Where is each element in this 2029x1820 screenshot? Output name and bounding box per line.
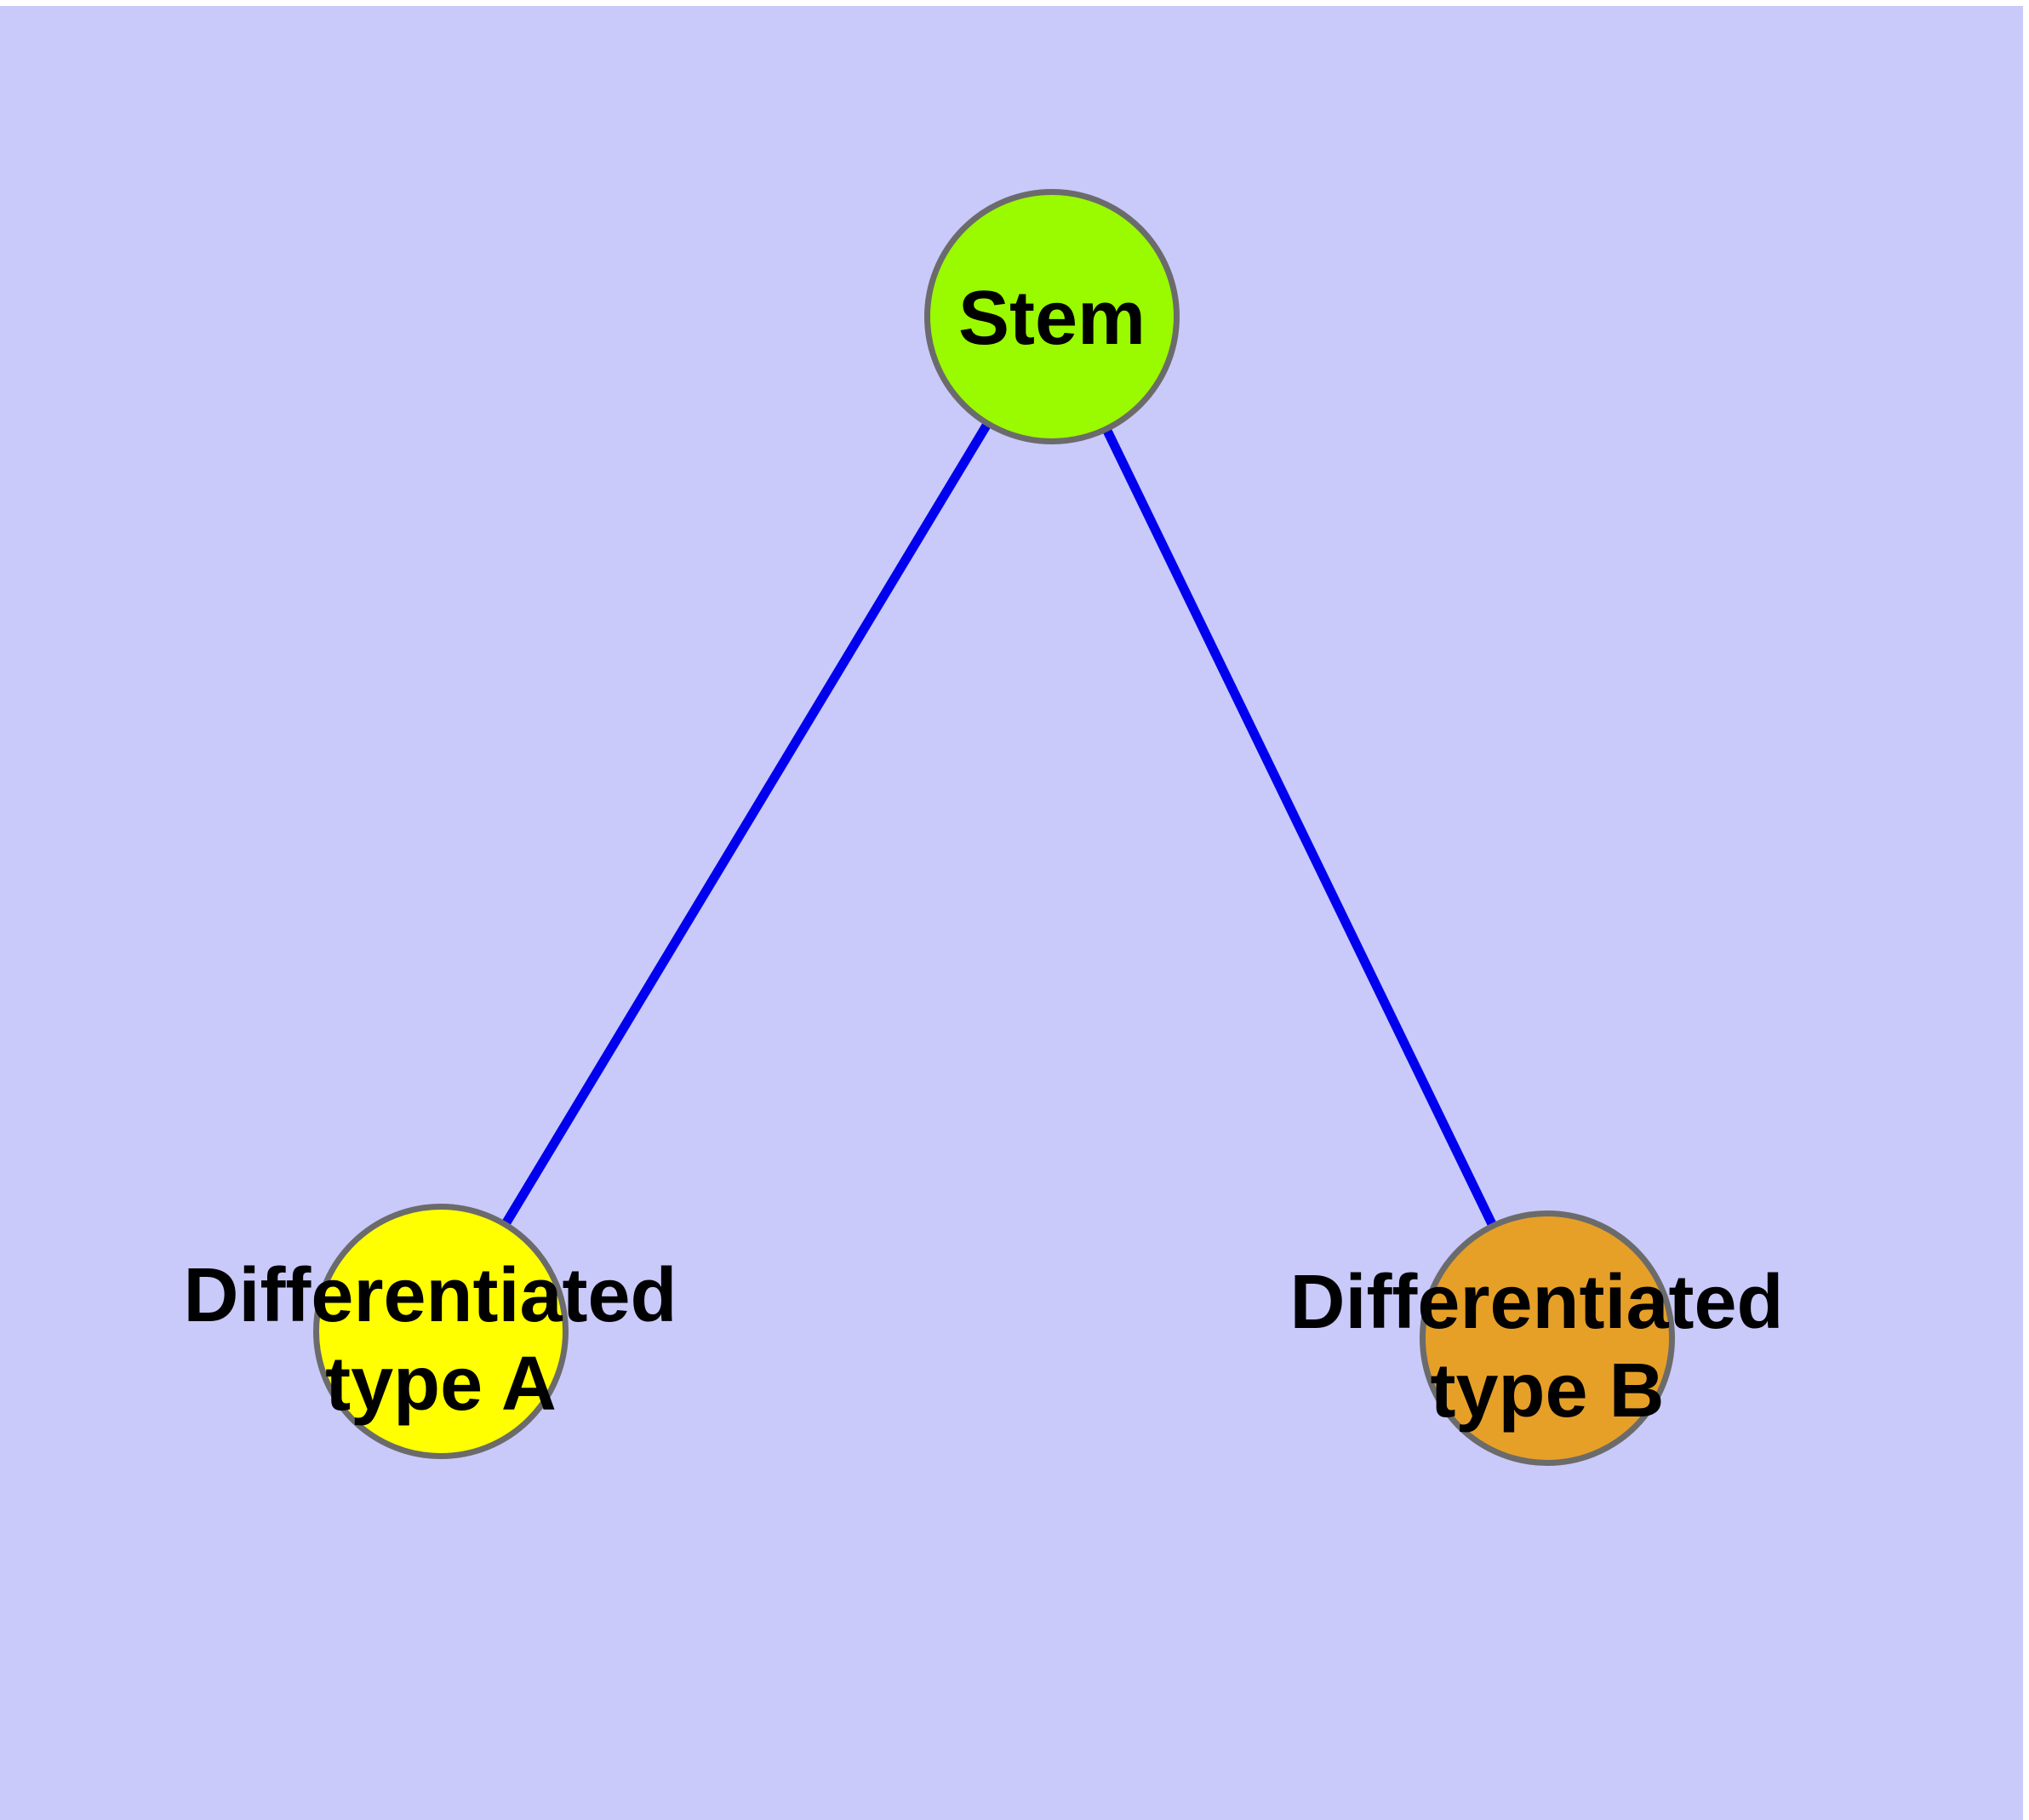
node-label-type-a: Differentiated type A (183, 1253, 698, 1427)
node-label-type-a-line2: type A (325, 1342, 557, 1427)
node-label-type-b: Differentiated type B (1289, 1260, 1804, 1434)
node-label-stem: Stem (958, 276, 1146, 361)
edge-stem-to-type-b (1048, 314, 1552, 1341)
node-label-type-b-line1: Differentiated (1289, 1260, 1783, 1345)
node-type-a-circle (313, 1204, 569, 1459)
node-label-type-b-line2: type B (1430, 1348, 1664, 1434)
node-label-type-a-line1: Differentiated (183, 1253, 677, 1338)
edge-stem-to-type-a (437, 314, 1056, 1334)
node-stem-circle (924, 189, 1180, 444)
node-type-b-circle (1420, 1210, 1675, 1466)
